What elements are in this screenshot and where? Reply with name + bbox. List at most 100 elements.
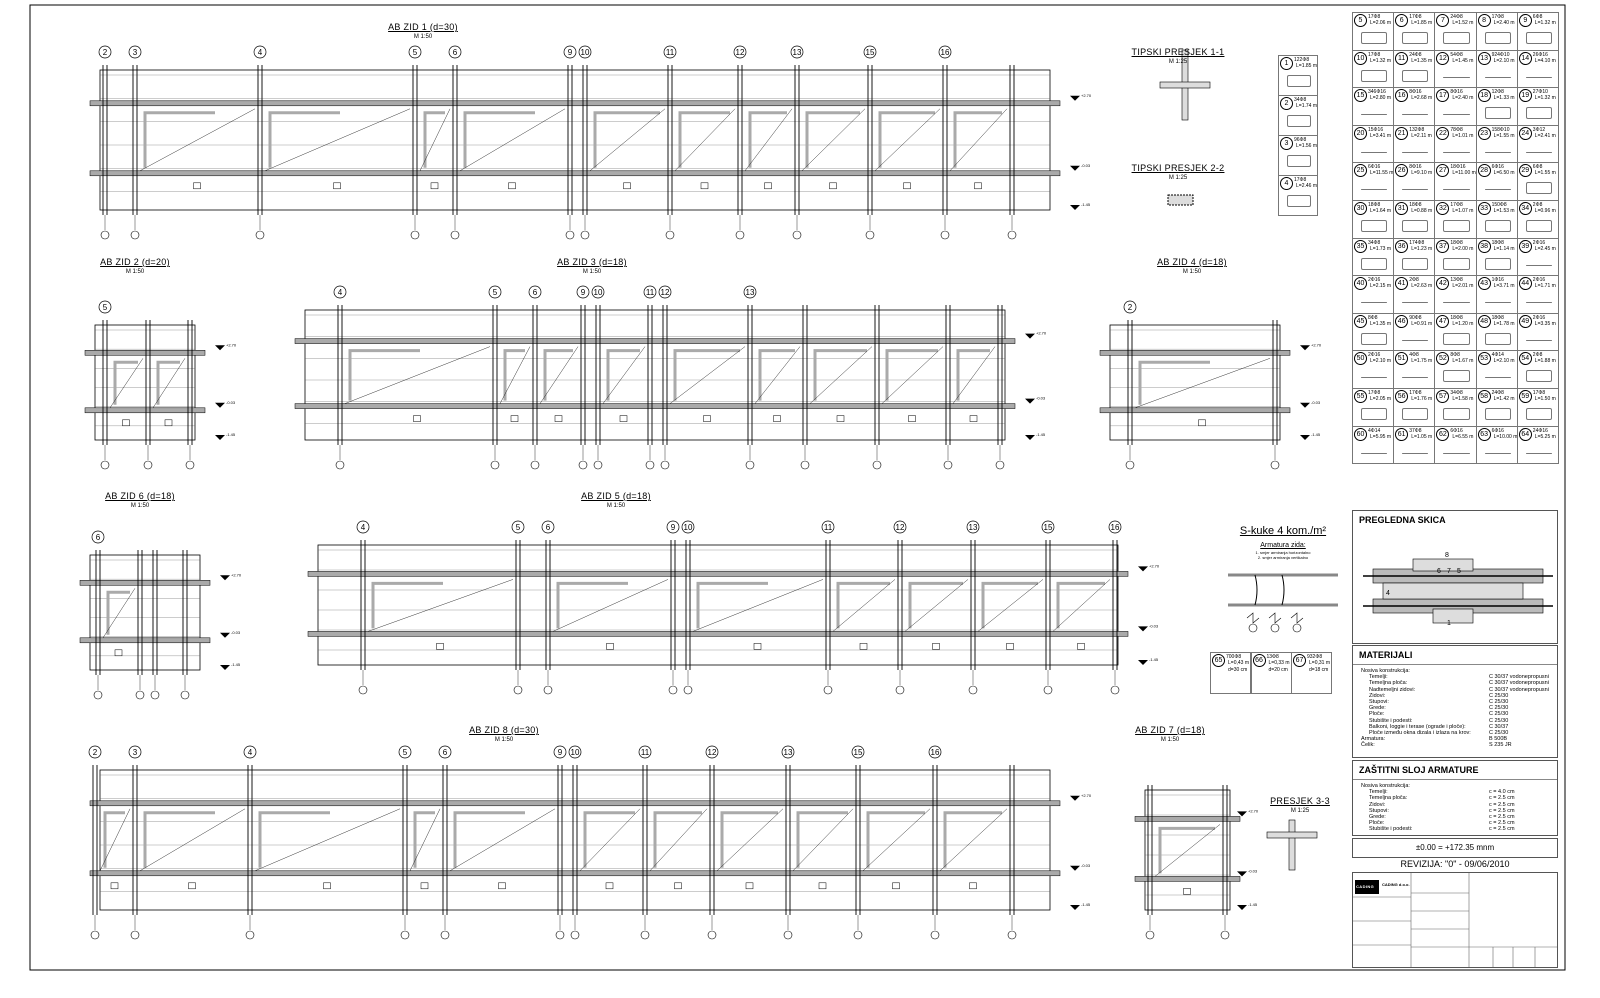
bar-length: L=2.68 m — [1411, 95, 1433, 102]
level-label: -1.45 — [231, 662, 241, 667]
overview-label: 8 — [1445, 552, 1449, 559]
bar-number: 50 — [1354, 352, 1367, 366]
axis-label: 6 — [546, 523, 551, 532]
diagonal-bar — [977, 579, 1044, 632]
axis-label: 11 — [666, 48, 675, 57]
axis-label: 13 — [969, 523, 978, 532]
opening-marker — [193, 182, 201, 190]
bar-shape — [1287, 155, 1311, 167]
cover-row: Temeljna ploča:c = 2.5 cm — [1353, 795, 1557, 801]
level-marker — [220, 632, 230, 638]
level-marker — [1070, 165, 1080, 171]
bar-length: L=6.55 m — [1452, 433, 1474, 440]
axis-label: 15 — [854, 748, 863, 757]
axis-label: 10 — [571, 748, 580, 757]
axis-label: 4 — [361, 523, 366, 532]
bar-length: L=2.41 m — [1534, 132, 1556, 139]
opening-marker — [859, 643, 868, 650]
bar-shape-rect — [1525, 220, 1552, 232]
bar-mark-circle — [930, 930, 940, 940]
wall-thickness: d=30 cm — [1228, 667, 1248, 673]
bar-length: L=1.58 m — [1452, 396, 1474, 402]
bar-shape-rect — [1402, 32, 1429, 44]
level-marker — [1300, 345, 1310, 351]
bar-spec: 17Φ8 — [1491, 14, 1504, 20]
diagonal-bar — [716, 808, 784, 871]
wall-title: AB ZID 1 (d=30) — [388, 22, 458, 32]
material-row: Stupovi:C 25/30 — [1353, 699, 1557, 705]
bar-number: 7 — [1436, 14, 1450, 27]
bar-length: L=0.96 m — [1534, 208, 1556, 214]
level-label: -0.03 — [1248, 868, 1258, 873]
diagonal-bar — [139, 808, 246, 871]
wall-scale: M 1:50 — [130, 503, 150, 509]
axis-label: 6 — [96, 533, 101, 542]
opening-marker — [773, 415, 781, 422]
level-label: -0.03 — [1036, 396, 1046, 401]
axis-circle — [705, 745, 719, 759]
bar-number: 61 — [1395, 427, 1409, 441]
bar-number: 20 — [1354, 126, 1367, 140]
item-value: C 25/30 — [1489, 717, 1509, 724]
bar-mark-circle — [683, 685, 693, 695]
axis-circle — [356, 520, 370, 534]
bar-length: L=1.67 m — [1452, 358, 1474, 365]
wall-title: AB ZID 8 (d=30) — [469, 725, 539, 735]
bar-shape-rect — [1484, 332, 1511, 345]
opening-reinforcement — [268, 111, 340, 168]
axis-circle — [563, 45, 577, 59]
axis-circle — [243, 745, 257, 759]
bar-length: L=2.06 m — [1370, 20, 1391, 26]
level-marker — [1070, 205, 1080, 210]
axis-label: 6 — [533, 288, 538, 297]
bar-spec: 18Φ16 — [1450, 164, 1466, 171]
opening-marker — [969, 415, 978, 422]
bar-mark-circle — [130, 230, 140, 240]
bar-length: L=2.46 m — [1296, 183, 1317, 189]
bar-mark-circle — [450, 230, 460, 240]
item-value: C 25/30 — [1489, 705, 1509, 712]
bar-number: 13 — [1477, 51, 1491, 65]
bar-spec: 17Φ8 — [1532, 390, 1546, 396]
opening-reinforcement — [720, 811, 778, 868]
wall-title: AB ZID 7 (d=18) — [1135, 725, 1205, 735]
bar-number: 45 — [1354, 314, 1367, 328]
opening-marker — [764, 182, 772, 190]
wall-scale: M 1:50 — [606, 503, 626, 509]
opening-marker — [420, 882, 429, 890]
item-label: Zidovi: — [1369, 692, 1386, 699]
opening-reinforcement — [653, 811, 702, 868]
item-label: Nadtemeljni zidovi: — [1369, 686, 1416, 693]
s-hooks-title: S-kuke 4 kom./m² — [1239, 525, 1327, 537]
cover-panel: ZAŠTITNI SLOJ ARMATURE Nosiva konstrukci… — [1352, 760, 1558, 836]
bar-length: L=1.35 m — [1411, 57, 1433, 64]
axis-label: 3 — [133, 748, 138, 757]
bar-number: 24 — [1518, 126, 1532, 140]
bar-shape-bar — [1361, 452, 1388, 454]
axis-label: 12 — [661, 288, 670, 297]
bar-spec: 17Φ8 — [1409, 14, 1422, 20]
diagonal-bar — [102, 588, 136, 638]
overview-label: 5 — [1457, 568, 1461, 575]
section-title: TIPSKI PRESJEK 1-1 — [1131, 47, 1225, 57]
opening-marker — [605, 882, 614, 890]
bar-length: L=2.80 m — [1370, 95, 1391, 102]
diagonal-bar — [881, 346, 944, 404]
axis-circle — [438, 745, 452, 759]
diagonal-bar — [254, 808, 401, 871]
level-label: -1.45 — [226, 432, 236, 437]
bar-length: L=1.64 m — [1370, 208, 1391, 214]
bar-mark-circle — [570, 930, 580, 940]
bar-number: 44 — [1518, 277, 1532, 291]
bar-number: 39 — [1518, 239, 1532, 253]
diagonal-bar — [367, 579, 514, 632]
material-row: Grede:C 25/30 — [1353, 705, 1557, 711]
bar-shape-bar — [1443, 452, 1470, 454]
